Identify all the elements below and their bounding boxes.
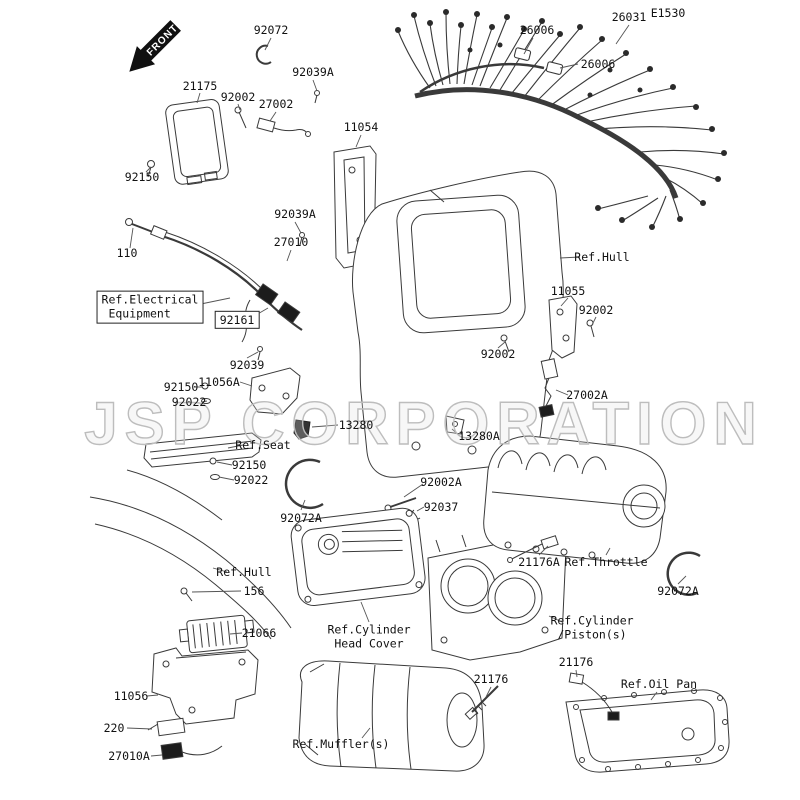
part-number-label: 21176 xyxy=(558,654,594,669)
reference-label: Ref.Oil Pan xyxy=(620,676,698,691)
part-number-label: 220 xyxy=(103,720,125,735)
part-number-label: 26006 xyxy=(519,22,555,37)
part-number-label: 92002 xyxy=(578,302,614,317)
part-number-label: 92022 xyxy=(233,472,269,487)
part-number-label: 26031 xyxy=(611,9,647,24)
part-number-label: 92039A xyxy=(274,206,316,221)
part-number-label: 92072A xyxy=(657,583,699,598)
sensor-27002 xyxy=(256,117,311,137)
intake-manifold xyxy=(483,435,667,564)
reference-label: Ref.Hull xyxy=(216,564,272,579)
part-number-label: 27002A xyxy=(566,387,608,402)
screw-92150-a xyxy=(201,382,211,404)
sensor-27002A xyxy=(538,358,559,418)
part-number-label: 13280A xyxy=(458,428,500,443)
cylinder-head-cover xyxy=(290,507,426,607)
hull-section-lines xyxy=(89,469,292,640)
reference-label: Ref.Electrical Equipment xyxy=(96,290,204,324)
part-number-label: 92150 xyxy=(124,169,160,184)
part-number-label: 92072A xyxy=(280,510,322,525)
reference-label: Ref.Cylinder Head Cover xyxy=(327,622,411,651)
clip-92072 xyxy=(255,44,272,65)
sensor-21176-right xyxy=(568,672,620,721)
bolt-156 xyxy=(180,587,193,602)
wiring-harness xyxy=(395,9,727,230)
part-number-label: 27002 xyxy=(258,96,294,111)
part-number-label: 92150 xyxy=(231,457,267,472)
stay-13280 xyxy=(293,419,311,440)
sensor-21176-left xyxy=(464,685,499,721)
part-number-label: 11056A xyxy=(198,374,240,389)
relay-26006-a xyxy=(513,47,532,61)
part-number-label: 92022 xyxy=(171,394,207,409)
oil-pan xyxy=(565,688,730,773)
sensor-21176A xyxy=(507,535,559,563)
reference-label: Ref.Throttle xyxy=(564,554,648,569)
part-number-label: 92037 xyxy=(423,499,459,514)
clip-92072A-right xyxy=(666,551,701,596)
bolt-92002-center xyxy=(500,334,510,353)
ecu-21175 xyxy=(165,99,229,186)
connector-92161-a xyxy=(254,283,279,306)
part-number-label: 156 xyxy=(243,583,265,598)
front-arrow-icon xyxy=(129,20,181,72)
part-number-label: 27010 xyxy=(273,234,309,249)
part-number-label: 92161 xyxy=(214,310,260,330)
screw-92039A-mid xyxy=(299,232,305,246)
part-number-label: 13280 xyxy=(338,417,374,432)
part-number-label: 21175 xyxy=(182,78,218,93)
part-number-label: 92072 xyxy=(253,22,289,37)
part-number-label: 92039 xyxy=(229,357,265,372)
bracket-11055 xyxy=(548,295,578,359)
part-number-label: 21176 xyxy=(473,671,509,686)
relay-26006-b xyxy=(545,61,564,75)
connector-92161-b xyxy=(276,301,301,324)
bracket-11056 xyxy=(151,647,259,725)
part-number-label: 26006 xyxy=(580,56,616,71)
part-number-label: 27010A xyxy=(108,748,150,763)
part-number-label: 92150 xyxy=(163,379,199,394)
cylinder-block xyxy=(427,524,567,661)
bolt-92002-top xyxy=(234,106,247,129)
reference-label: Ref.Muffler(s) xyxy=(292,736,390,751)
part-number-label: 110 xyxy=(116,245,138,260)
part-number-label: 11054 xyxy=(343,119,379,134)
clip-92072A-left xyxy=(284,458,324,510)
watermark: JSP CORPORATION xyxy=(84,390,764,457)
reference-label: Ref.Seat xyxy=(235,437,291,452)
bracket-11056A xyxy=(249,367,301,415)
part-number-label: 92039A xyxy=(292,64,334,79)
seat-bracket xyxy=(143,432,262,468)
harness-27010 xyxy=(149,225,303,361)
regulator-21066 xyxy=(178,614,255,654)
part-number-label: 21176A xyxy=(518,554,560,569)
part-number-label: 92002A xyxy=(420,474,462,489)
sensor-27010A xyxy=(147,717,223,760)
reference-label: Ref.Cylinder /Piston(s) xyxy=(550,613,634,642)
connector-plug xyxy=(149,225,168,240)
part-number-label: 11056 xyxy=(113,688,149,703)
part-number-label: 21066 xyxy=(241,625,277,640)
muffler xyxy=(298,660,485,772)
drain-plug xyxy=(681,727,695,741)
hull-panel xyxy=(352,170,564,478)
harness-connector-dots xyxy=(395,9,727,230)
part-number-label: 11055 xyxy=(550,283,586,298)
part-number-label: 92002 xyxy=(480,346,516,361)
page-code-label: E1530 xyxy=(650,5,686,20)
stay-13280A xyxy=(445,415,465,435)
part-number-label: 92002 xyxy=(220,89,256,104)
leader-lines xyxy=(126,24,687,757)
reference-label: Ref.Hull xyxy=(574,249,630,264)
screw-92039 xyxy=(257,346,263,352)
